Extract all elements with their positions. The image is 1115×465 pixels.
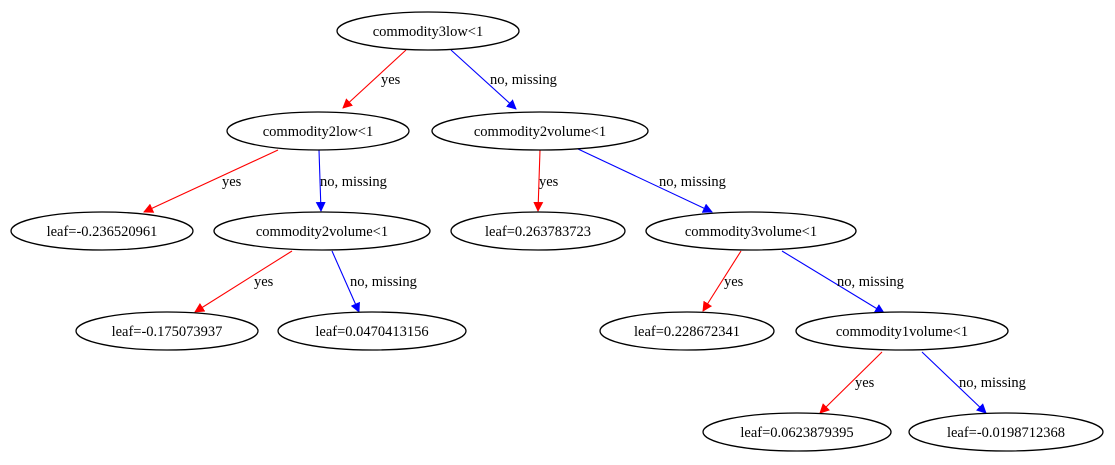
edge-label-no-missing: no, missing <box>490 72 557 88</box>
split-node: commodity3volume<1 <box>645 211 857 251</box>
edge-yes <box>143 149 279 213</box>
edge-label-no-missing: no, missing <box>320 174 387 190</box>
node-label: commodity1volume<1 <box>836 324 968 340</box>
node-label: leaf=0.228672341 <box>634 324 740 340</box>
node-label: leaf=-0.236520961 <box>47 224 158 240</box>
node-label: leaf=0.0623879395 <box>740 425 853 441</box>
split-node: commodity2low<1 <box>226 111 410 151</box>
split-node: commodity1volume<1 <box>795 311 1009 351</box>
edge-no <box>315 149 326 212</box>
edges: yes no, missing yes no, missing yes no, … <box>143 49 1026 414</box>
edge-no <box>450 49 517 110</box>
split-node: commodity2volume<1 <box>213 211 431 251</box>
leaf-node: leaf=0.0623879395 <box>702 412 892 452</box>
node-label: leaf=-0.0198712368 <box>947 425 1065 441</box>
edge-label-yes: yes <box>724 274 744 290</box>
edge-label-yes: yes <box>855 375 875 391</box>
edge-yes <box>702 250 742 312</box>
node-label: commodity2low<1 <box>263 124 373 140</box>
node-label: leaf=0.0470413156 <box>315 324 428 340</box>
edge-label-yes: yes <box>539 174 559 190</box>
node-label: leaf=-0.175073937 <box>112 324 223 340</box>
leaf-node: leaf=-0.0198712368 <box>908 412 1104 452</box>
split-node: commodity2volume<1 <box>431 111 649 151</box>
leaf-node: leaf=-0.236520961 <box>10 211 194 251</box>
split-node: commodity3low<1 <box>336 11 520 51</box>
node-label: commodity3volume<1 <box>685 224 817 240</box>
edge-no <box>577 148 713 213</box>
leaf-node: leaf=0.263783723 <box>450 211 626 251</box>
node-label: commodity3low<1 <box>373 24 483 40</box>
edge-label-yes: yes <box>254 274 274 290</box>
edge-label-no-missing: no, missing <box>959 375 1026 391</box>
edge-no <box>331 250 360 313</box>
edge-no <box>781 250 885 314</box>
edge-label-no-missing: no, missing <box>350 274 417 290</box>
node-label: commodity2volume<1 <box>474 124 606 140</box>
edge-yes <box>194 250 293 313</box>
edge-yes <box>533 149 544 212</box>
edge-label-yes: yes <box>222 174 242 190</box>
leaf-node: leaf=0.0470413156 <box>277 311 467 351</box>
edge-label-yes: yes <box>381 72 401 88</box>
node-label: commodity2volume<1 <box>256 224 388 240</box>
leaf-node: leaf=-0.175073937 <box>75 311 259 351</box>
node-label: leaf=0.263783723 <box>485 224 591 240</box>
nodes: commodity3low<1 commodity2low<1 commodit… <box>10 11 1104 452</box>
edge-yes <box>819 351 883 414</box>
leaf-node: leaf=0.228672341 <box>599 311 775 351</box>
edge-yes <box>342 49 407 109</box>
edge-label-no-missing: no, missing <box>659 174 726 190</box>
edge-no <box>921 351 987 414</box>
edge-label-no-missing: no, missing <box>837 274 904 290</box>
